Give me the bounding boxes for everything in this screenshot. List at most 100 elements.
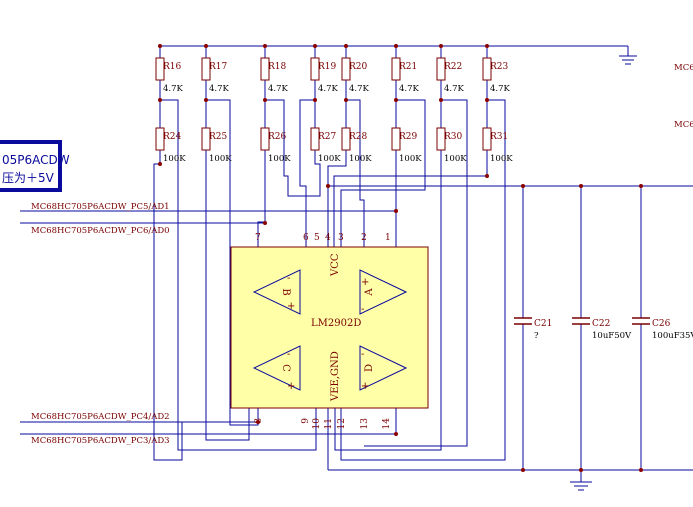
resistor-r23 [482, 57, 492, 81]
opamp-a-plus: + [361, 277, 369, 288]
labels: R164.7KR24100KR174.7KR25100KR184.7KR2610… [31, 62, 693, 446]
resistor-r29-ref: R29 [399, 132, 418, 142]
fb-r31 [333, 150, 488, 248]
vcc-label: VCC [330, 253, 341, 277]
opamp-c-label: C [280, 364, 291, 372]
components [155, 57, 650, 325]
cap-c21-ref: C21 [534, 319, 552, 329]
junction-10 [256, 420, 260, 424]
resistor-r30-value: 100K [444, 154, 467, 164]
junction-cap-top-2 [639, 184, 643, 188]
resistor-r27 [310, 127, 320, 151]
pin-bottom-10: 10 [312, 418, 322, 430]
junction-cap-bot-0 [521, 468, 525, 472]
junction-top-2 [263, 44, 267, 48]
net-label-edge-top: MC6 [674, 63, 693, 73]
junction-1 [204, 98, 208, 102]
net-label-pc6: MC68HC705P6ACDW_PC6/AD0 [31, 226, 170, 236]
resistor-r28 [341, 127, 351, 151]
resistor-r18-ref: R18 [268, 62, 287, 72]
opamp-c-plus: + [287, 381, 295, 392]
pin-bottom-14: 14 [382, 418, 392, 430]
resistor-r18 [260, 57, 270, 81]
resistor-r20 [341, 57, 351, 81]
resistor-r25-ref: R25 [209, 132, 228, 142]
chip-name: LM2902D [311, 318, 361, 329]
vee-gnd-label: VEE,GND [330, 351, 341, 402]
junction-5 [394, 98, 398, 102]
pin-bottom-12: 12 [337, 418, 347, 429]
resistor-r25-value: 100K [209, 154, 232, 164]
resistor-r24-value: 100K [163, 154, 186, 164]
junction-top-3 [313, 44, 317, 48]
opamp-d-label: D [364, 364, 375, 372]
pin-top-7: 7 [255, 233, 261, 243]
resistor-r23-ref: R23 [490, 62, 509, 72]
chip-body [230, 246, 429, 409]
pin-top-2: 2 [361, 233, 367, 243]
junction-12 [485, 174, 489, 178]
opamp-a-label: A [364, 288, 375, 297]
resistor-r30-ref: R30 [444, 132, 463, 142]
opamp-b-minus: - [287, 273, 290, 284]
resistor-r16 [155, 57, 165, 81]
junction-cap-bot-1 [579, 468, 583, 472]
resistor-r16-ref: R16 [163, 62, 182, 72]
junction-top-7 [485, 44, 489, 48]
resistor-r24-ref: R24 [163, 132, 182, 142]
resistor-r26-value: 100K [268, 154, 291, 164]
cap-c21-value: ? [534, 331, 539, 341]
net-label-pc5: MC68HC705P6ACDW_PC5/AD1 [31, 202, 170, 212]
resistor-r31-ref: R31 [490, 132, 508, 142]
resistor-r19 [310, 57, 320, 81]
fb-r27 [264, 80, 321, 197]
resistor-r17-value: 4.7K [209, 84, 230, 94]
junction-top-0 [158, 44, 162, 48]
net-label-pc3: MC68HC705P6ACDW_PC3/AD3 [31, 436, 170, 446]
resistor-r22 [436, 57, 446, 81]
resistor-r20-value: 4.7K [349, 84, 370, 94]
resistor-r29-value: 100K [399, 154, 422, 164]
fb-r30 [334, 150, 442, 451]
resistor-r21 [391, 57, 401, 81]
pin-top-3: 3 [338, 233, 344, 243]
junction-top-1 [204, 44, 208, 48]
opamp-d-plus: + [361, 381, 369, 392]
pin-bottom-9: 9 [301, 418, 311, 424]
junction-cap-top-1 [579, 184, 583, 188]
fb-r21-mid [340, 99, 426, 248]
resistor-r21-ref: R21 [399, 62, 417, 72]
junction-7 [485, 98, 489, 102]
lm2902d-chip: LM2902DVCCVEE,GNDB-+A-+C-+D-+76543218910… [230, 233, 429, 430]
junction-6 [439, 98, 443, 102]
net-label-pc4: MC68HC705P6ACDW_PC4/AD2 [31, 412, 170, 422]
junction-3 [313, 98, 317, 102]
resistor-r25 [201, 127, 211, 151]
resistor-r29 [391, 127, 401, 151]
cap-c26-ref: C26 [652, 319, 671, 329]
opamp-d-minus: - [361, 349, 364, 360]
cap-c26-value: 100uF35V [652, 331, 693, 341]
resistor-r20-ref: R20 [349, 62, 368, 72]
cap-c22-value: 10uF50V [592, 331, 632, 341]
junction-9 [263, 221, 267, 225]
resistor-r19-value: 4.7K [318, 84, 339, 94]
opamp-b-plus: + [287, 301, 295, 312]
junction-8 [394, 209, 398, 213]
junctions [158, 44, 643, 472]
pin-bottom-11: 11 [324, 418, 334, 429]
pin-top-5: 5 [314, 233, 320, 243]
net-label-edge-mid: MC6 [674, 120, 693, 130]
junction-top-4 [344, 44, 348, 48]
opamp-a [359, 269, 408, 315]
resistor-r28-value: 100K [349, 154, 372, 164]
resistor-r21-value: 4.7K [399, 84, 420, 94]
junction-2 [263, 98, 267, 102]
opamp-d [359, 345, 408, 391]
fb-r20-mid [346, 99, 365, 248]
junction-top-5 [394, 44, 398, 48]
fb-r16-mid [160, 99, 317, 451]
resistor-r26-ref: R26 [268, 132, 287, 142]
fb-r22-mid [364, 99, 468, 447]
